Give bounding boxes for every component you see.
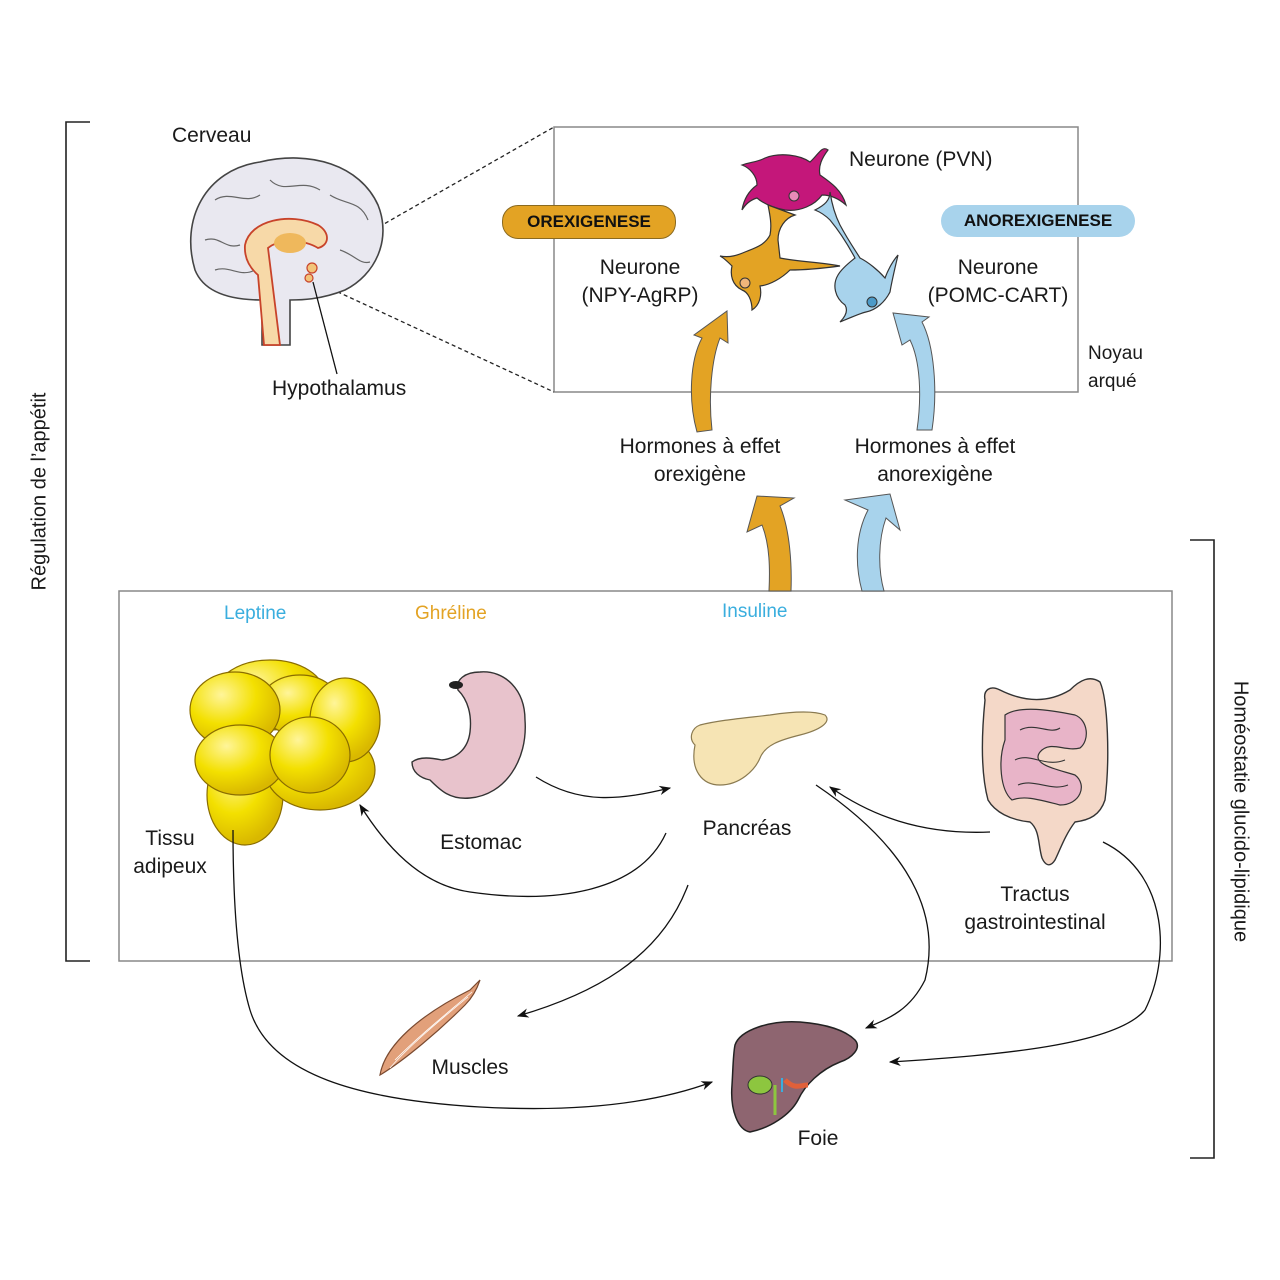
arcuate-nucleus-label-line1: Noyau: [1088, 343, 1143, 364]
gi-tract-label-line1: Tractus: [1000, 883, 1070, 906]
ghrelin-label: Ghréline: [415, 603, 487, 624]
leptin-label: Leptine: [224, 603, 287, 624]
anorexigenic-arrow-upper: [892, 312, 936, 431]
arrow-pancreas-to-liver: [815, 784, 930, 1029]
anorexigenic-arrow-lower: [843, 493, 901, 592]
arrow-pancreas-to-muscles: [516, 884, 689, 1018]
zoom-line-top: [311, 126, 555, 266]
adipose-tissue-icon: [189, 659, 381, 846]
gi-tract-icon: [981, 678, 1109, 866]
pomc-cart-label-line1: Neurone: [957, 256, 1039, 279]
arcuate-nucleus-label: Noyau arqué: [1088, 340, 1143, 396]
anorexigenic-hormones-label: Hormones à effet anorexigène: [835, 433, 1035, 489]
gi-tract-label-line2: gastrointestinal: [964, 911, 1106, 934]
pvn-neuron-label: Neurone (PVN): [849, 148, 993, 171]
gi-tract-label: Tractus gastrointestinal: [945, 881, 1125, 937]
brain-icon: [190, 157, 384, 346]
pancreas-icon: [690, 711, 828, 786]
pomc-cart-neuron-icon: [813, 191, 899, 323]
muscles-label: Muscles: [431, 1056, 509, 1079]
stomach-label: Estomac: [440, 831, 522, 854]
anorexigenic-hormones-line1: Hormones à effet: [854, 435, 1016, 458]
orexigenic-hormones-line2: orexigène: [653, 463, 747, 486]
orexigenic-arrow-upper: [690, 310, 729, 433]
arrow-adipose-to-liver: [232, 829, 714, 1110]
hypothalamus-label: Hypothalamus: [272, 377, 407, 400]
adipose-tissue-label-line2: adipeux: [133, 855, 207, 878]
liver-icon: [730, 1021, 859, 1133]
right-bracket: [1190, 539, 1215, 1159]
npy-agrp-label-line1: Neurone: [599, 256, 681, 279]
arrow-stomach-to-pancreas: [535, 776, 672, 799]
pomc-cart-label-line2: (POMC-CART): [927, 284, 1069, 307]
zoom-line-bottom: [311, 279, 555, 393]
anorexigenic-hormones-line2: anorexigène: [877, 463, 993, 486]
arrow-gi-to-liver: [888, 841, 1161, 1067]
hypothalamus-pointer: [312, 281, 338, 375]
adipose-tissue-label-line1: Tissu: [145, 827, 195, 850]
left-bracket: [65, 121, 90, 962]
orexigenic-hormones-line1: Hormones à effet: [619, 435, 781, 458]
anorexigenese-pill: ANOREXIGENESE: [941, 205, 1135, 237]
arrow-pancreas-to-adipose: [359, 804, 667, 897]
insulin-label: Insuline: [722, 601, 788, 622]
pancreas-label: Pancréas: [702, 817, 792, 840]
left-side-label: Régulation de l’appétit: [28, 392, 51, 591]
liver-label: Foie: [797, 1127, 839, 1150]
orexigenic-hormones-label: Hormones à effet orexigène: [600, 433, 800, 489]
orexigenese-pill: OREXIGENESE: [502, 205, 676, 239]
npy-agrp-label: Neurone (NPY-AgRP): [560, 254, 720, 310]
adipose-tissue-label: Tissu adipeux: [130, 825, 210, 881]
npy-agrp-neuron-icon: [719, 204, 841, 312]
brain-title: Cerveau: [172, 124, 252, 147]
stomach-icon: [411, 671, 526, 799]
right-side-label: Homéostatie glucido-lipidique: [1229, 680, 1252, 943]
orexigenic-arrow-lower: [746, 495, 796, 592]
arcuate-nucleus-box: [553, 126, 1079, 393]
npy-agrp-label-line2: (NPY-AgRP): [581, 284, 699, 307]
arcuate-nucleus-label-line2: arqué: [1088, 371, 1137, 392]
pomc-cart-label: Neurone (POMC-CART): [918, 254, 1078, 310]
muscle-icon: [379, 979, 481, 1077]
organs-box: [118, 590, 1173, 962]
arrow-gi-to-pancreas: [829, 786, 991, 833]
pvn-neuron-icon: [740, 148, 848, 211]
